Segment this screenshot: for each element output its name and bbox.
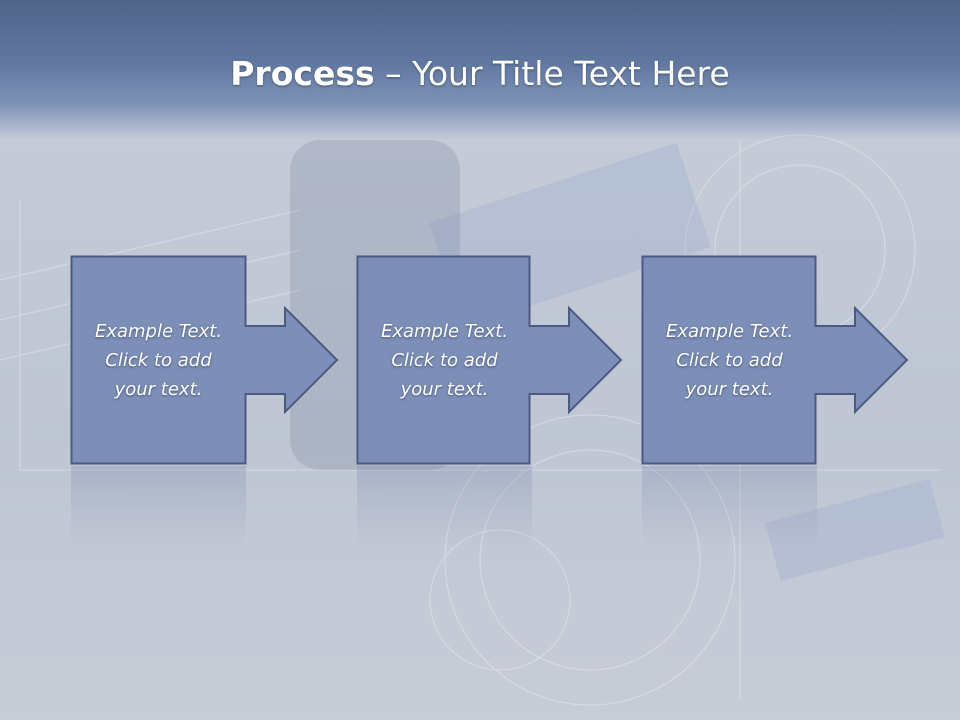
process-step-3[interactable]: Example Text. Click to add your text. <box>641 255 909 465</box>
step-3-arrow-shape <box>641 255 909 465</box>
step-1-reflection <box>71 466 246 546</box>
title-band <box>0 0 960 140</box>
title-rest: – Your Title Text Here <box>374 54 730 93</box>
step-3-reflection <box>642 466 817 546</box>
title-bold: Process <box>230 54 375 93</box>
step-2-arrow-shape <box>356 255 623 465</box>
step-2-text[interactable]: Example Text. Click to add your text. <box>380 320 509 400</box>
step-1-arrow-shape <box>70 255 339 465</box>
slide-title: Process – Your Title Text Here <box>0 52 960 96</box>
step-1-text[interactable]: Example Text. Click to add your text. <box>94 320 223 400</box>
step-2-reflection <box>357 466 532 546</box>
process-step-2[interactable]: Example Text. Click to add your text. <box>356 255 623 465</box>
process-step-1[interactable]: Example Text. Click to add your text. <box>70 255 339 465</box>
step-3-text[interactable]: Example Text. Click to add your text. <box>665 320 794 400</box>
